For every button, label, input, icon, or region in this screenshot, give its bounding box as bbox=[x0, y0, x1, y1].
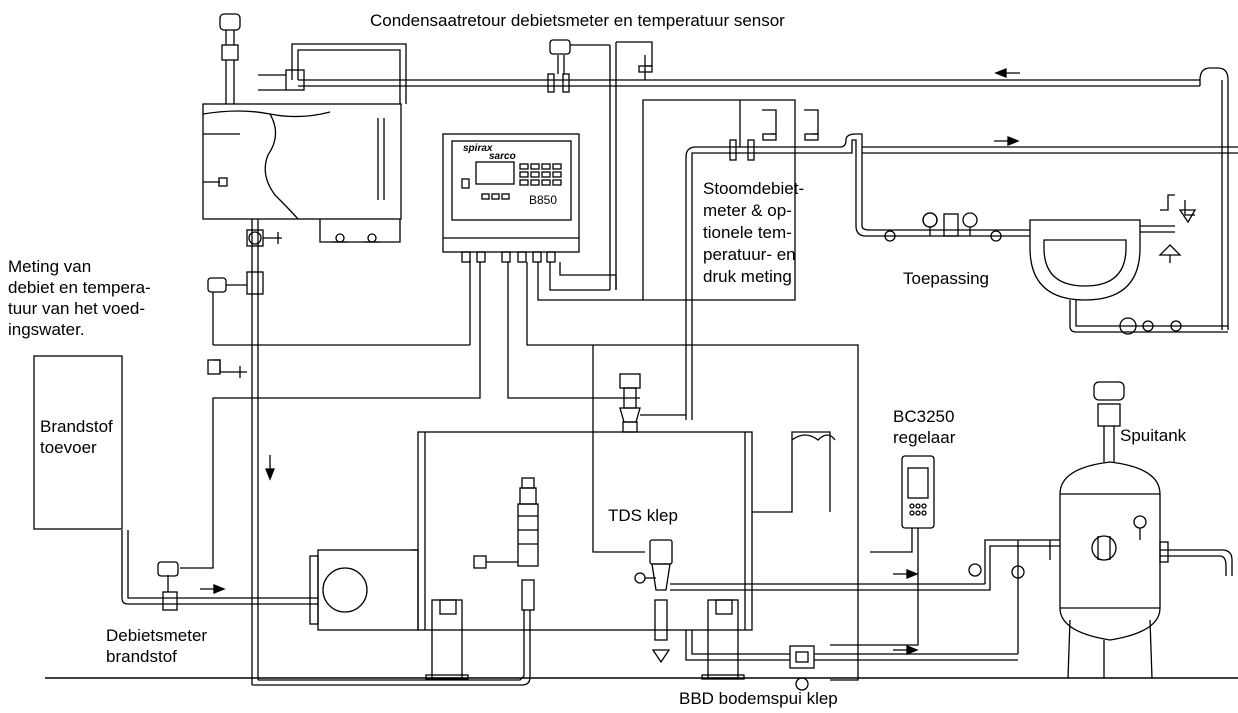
condensate-inlet bbox=[258, 43, 407, 104]
application-valves bbox=[884, 194, 1197, 335]
flow-arrow-icon bbox=[893, 569, 919, 579]
condensate-temperature-sensor bbox=[615, 41, 653, 290]
signal-cables bbox=[180, 99, 859, 681]
b850-brand-bottom: sarco bbox=[489, 151, 516, 162]
b850-model: B850 bbox=[529, 193, 558, 207]
main-steam-valve bbox=[619, 373, 686, 433]
bbd-valve bbox=[685, 630, 1018, 691]
tds-valve bbox=[634, 539, 985, 664]
burner bbox=[309, 549, 419, 631]
flow-arrow-icon bbox=[994, 136, 1020, 146]
feedwater-temperature-sensor bbox=[207, 359, 247, 378]
label-bc3250-controller: BC3250 regelaar bbox=[893, 407, 956, 447]
flow-arrow-icon bbox=[893, 645, 919, 655]
label-fuel-meter: Debietsmeter brandstof bbox=[106, 626, 208, 666]
blowdown-vessel bbox=[1059, 381, 1233, 679]
condensate-return-pipe bbox=[298, 67, 1229, 330]
steam-main-pipe bbox=[685, 133, 1238, 420]
fuel-supply-box bbox=[33, 355, 123, 530]
label-tds-valve: TDS klep bbox=[608, 506, 678, 525]
flow-arrow-icon bbox=[200, 584, 226, 594]
blowdown-inlet-pipes bbox=[968, 539, 1060, 654]
feedwater-flow-meter bbox=[207, 260, 471, 346]
flow-arrow-icon bbox=[994, 68, 1020, 78]
b850-controller bbox=[442, 133, 580, 263]
label-condensate-meter: Condensaatretour debietsmeter en tempera… bbox=[370, 11, 785, 30]
label-bbd-valve: BBD bodemspui klep bbox=[679, 689, 838, 708]
level-control bbox=[473, 477, 539, 611]
flow-arrow-icon bbox=[265, 455, 275, 481]
label-application: Toepassing bbox=[903, 269, 990, 288]
feedwater-pipe bbox=[246, 219, 531, 686]
bc3250-controller bbox=[830, 455, 935, 646]
feedwater-tank bbox=[202, 103, 402, 220]
condensate-flow-meter bbox=[547, 39, 611, 290]
tank-drain-valves bbox=[319, 219, 401, 243]
steam-flow-meter bbox=[739, 100, 819, 147]
label-steam-meter: Stoomdebiet- meter & op- tionele tem- pe… bbox=[703, 179, 805, 286]
tank-vent bbox=[219, 13, 241, 104]
b850-brand-top: spirax bbox=[463, 143, 493, 154]
pressure-gauge-icon bbox=[922, 212, 938, 228]
boiler-shell bbox=[417, 431, 836, 680]
label-feedwater-meter: Meting van debiet en tempera- tuur van h… bbox=[8, 257, 151, 339]
label-blowdown-tank: Spuitank bbox=[1120, 426, 1187, 445]
label-fuel-supply: Brandstof toevoer bbox=[40, 417, 113, 457]
fuel-pipe bbox=[121, 530, 318, 611]
application-heat-exchanger bbox=[855, 219, 1228, 333]
